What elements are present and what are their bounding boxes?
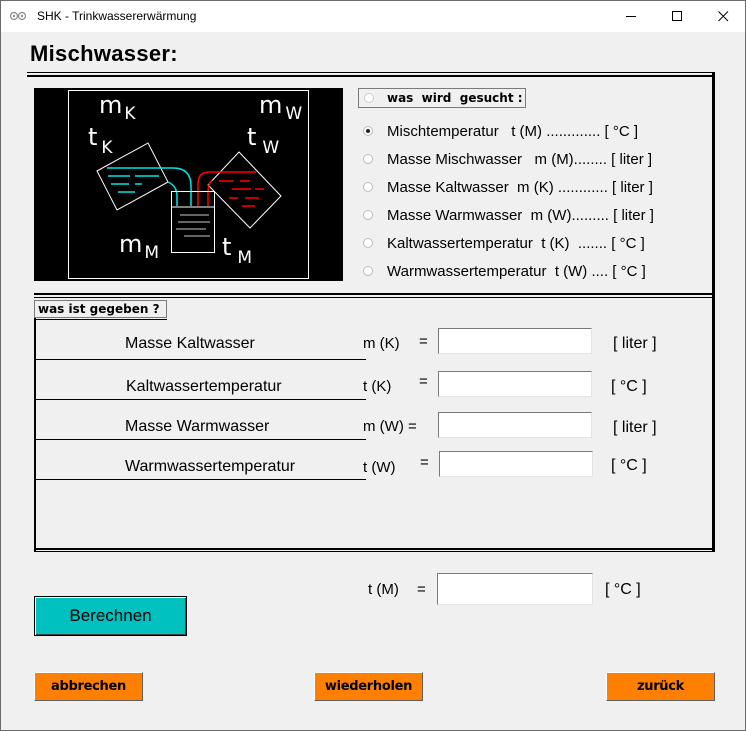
unit-celsius: [ °C ] <box>611 457 647 474</box>
result-output-field <box>437 573 593 605</box>
radio-button[interactable] <box>363 154 373 164</box>
radio-label: Kaltwassertemperatur t (K) ....... [ °C … <box>387 234 645 252</box>
frame-right-line <box>712 72 715 552</box>
given-equals-tW: = <box>420 454 429 471</box>
frame-mid-line-2 <box>34 297 713 298</box>
repeat-button[interactable]: wiederholen <box>314 672 423 701</box>
given-symbol-mW: m (W) = <box>363 418 417 435</box>
given-equals-mK: = <box>419 333 428 350</box>
given-header-underline <box>34 319 167 320</box>
maximize-icon <box>671 11 682 21</box>
given-group-header: was ist gegeben ? <box>34 300 167 318</box>
given-symbol-tK: t (K) <box>363 378 392 395</box>
cold-water-temperature-input[interactable] <box>438 371 592 397</box>
radio-label: Masse Kaltwasser m (K) ............ [ li… <box>387 178 653 196</box>
frame-mid-line-1 <box>34 293 713 295</box>
unit-celsius: [ °C ] <box>611 378 647 395</box>
warm-water-mass-input[interactable] <box>438 412 592 438</box>
given-symbol-tW: t (W) <box>363 459 396 476</box>
window-title: SHK - Trinkwassererwärmung <box>37 9 197 23</box>
cold-water-mass-input[interactable] <box>438 328 592 354</box>
minimize-icon <box>625 16 636 17</box>
result-symbol: t (M) <box>368 581 399 598</box>
given-label-warm-temperature: Warmwassertemperatur <box>125 458 296 475</box>
unit-liter: [ liter ] <box>613 335 657 352</box>
radio-label: Mischtemperatur t (M) ............. [ °C… <box>387 122 639 140</box>
diagram-inner-frame <box>68 90 309 279</box>
title-bar: SHK - Trinkwassererwärmung <box>1 1 745 32</box>
frame-left-line <box>34 318 36 552</box>
radio-option-cold-water-mass[interactable]: Masse Kaltwasser m (K) ............ [ li… <box>363 176 653 198</box>
radio-option-mixed-water-mass[interactable]: Masse Mischwasser m (M)........ [ liter … <box>363 148 652 170</box>
mixing-illustration <box>96 142 282 253</box>
radio-button[interactable] <box>363 210 373 220</box>
given-equals-tK: = <box>419 373 428 390</box>
given-row-separator <box>34 359 366 360</box>
minimize-button[interactable] <box>608 1 654 32</box>
back-button[interactable]: zurück <box>606 672 715 701</box>
radio-label: Warmwassertemperatur t (W) .... [ °C ] <box>387 262 646 280</box>
given-label-warm-mass: Masse Warmwasser <box>125 418 270 435</box>
frame-top-line-1 <box>27 72 714 73</box>
maximize-button[interactable] <box>654 1 700 32</box>
radio-option-mixing-temperature[interactable]: Mischtemperatur t (M) ............. [ °C… <box>363 120 638 142</box>
radio-option-warm-water-mass[interactable]: Masse Warmwasser m (W)......... [ liter … <box>363 204 654 226</box>
radio-button[interactable] <box>363 126 373 136</box>
unit-liter: [ liter ] <box>613 419 657 436</box>
page-title: Mischwasser: <box>30 41 178 66</box>
radio-option-warm-water-temperature[interactable]: Warmwassertemperatur t (W) .... [ °C ] <box>363 260 646 282</box>
frame-bottom-line-1 <box>34 548 713 550</box>
given-label-cold-mass: Masse Kaltwasser <box>125 335 255 352</box>
frame-top-line-2 <box>27 75 714 77</box>
radio-label: Masse Mischwasser m (M)........ [ liter … <box>387 150 653 168</box>
warm-water-temperature-input[interactable] <box>439 451 593 477</box>
close-button[interactable] <box>700 1 746 32</box>
sought-group-label: was wird gesucht : <box>387 91 523 105</box>
app-icon <box>10 11 26 21</box>
radio-option-cold-water-temperature[interactable]: Kaltwassertemperatur t (K) ....... [ °C … <box>363 232 645 254</box>
sought-header-radio[interactable] <box>364 93 374 103</box>
close-icon <box>717 11 728 22</box>
radio-button[interactable] <box>363 182 373 192</box>
given-row-separator <box>34 399 366 400</box>
given-row-separator <box>34 479 366 480</box>
given-symbol-mK: m (K) <box>363 335 400 352</box>
radio-button[interactable] <box>363 238 373 248</box>
given-group-label: was ist gegeben ? <box>38 302 160 316</box>
result-unit: [ °C ] <box>605 581 641 598</box>
result-equals: = <box>417 581 426 598</box>
given-row-separator <box>34 439 366 440</box>
radio-label: Masse Warmwasser m (W)......... [ liter … <box>387 206 654 224</box>
frame-bottom-line-2 <box>34 551 715 552</box>
given-label-cold-temperature: Kaltwassertemperatur <box>126 378 282 395</box>
radio-button[interactable] <box>363 266 373 276</box>
cancel-button[interactable]: abbrechen <box>34 672 143 701</box>
calculate-button[interactable]: Berechnen <box>34 596 187 636</box>
sought-group-header: was wird gesucht : <box>358 88 526 108</box>
